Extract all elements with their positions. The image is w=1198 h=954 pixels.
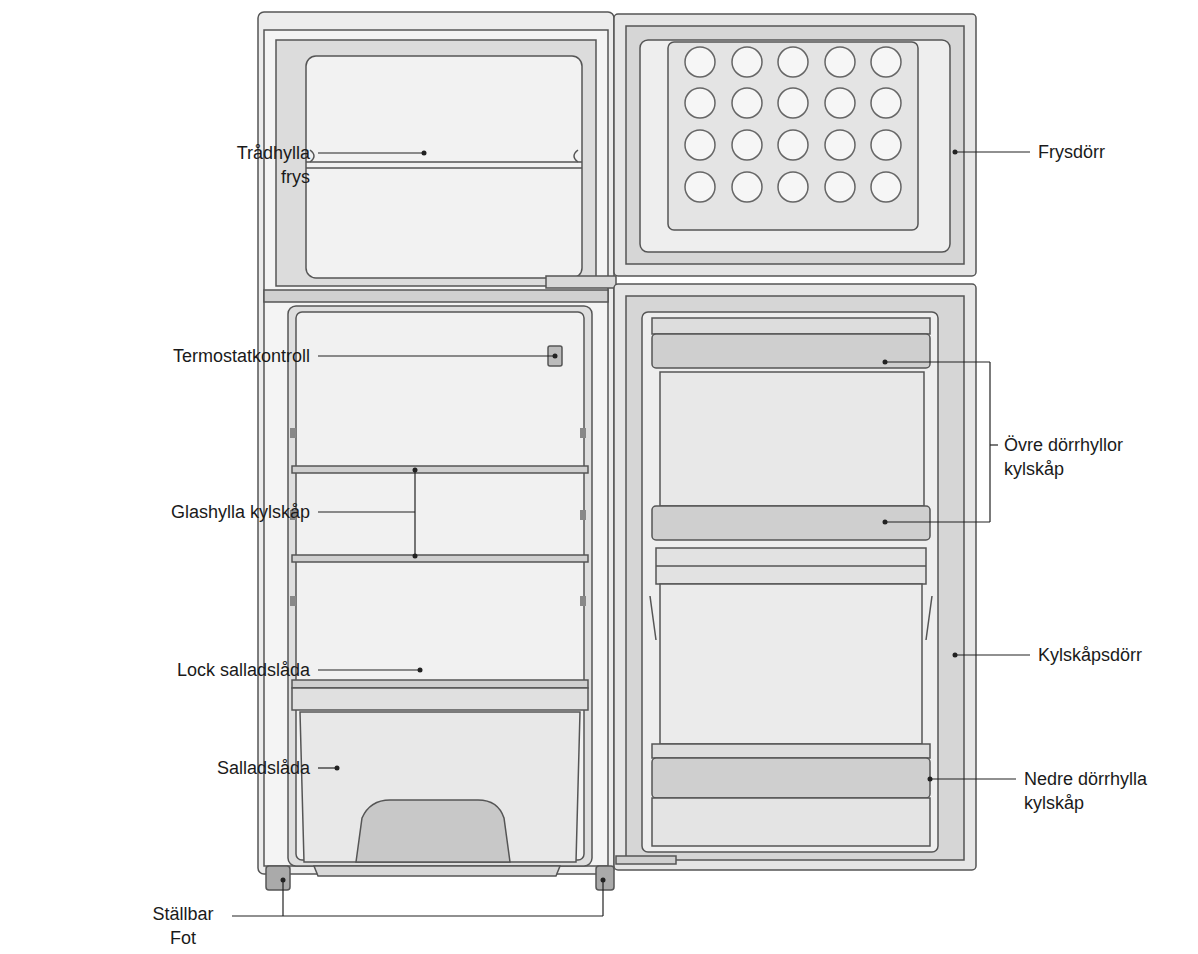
part-label: Glashylla kylskåp xyxy=(90,500,310,524)
part-label: Trådhylla frys xyxy=(210,141,310,189)
leader-lines xyxy=(232,152,1030,916)
part-label: Ställbar Fot xyxy=(138,902,228,950)
leader-dots xyxy=(281,150,958,883)
part-label: Nedre dörrhylla kylskåp xyxy=(1024,767,1174,815)
part-label: Kylskåpsdörr xyxy=(1038,643,1188,667)
part-label: Övre dörrhyllor kylskåp xyxy=(1004,433,1154,481)
part-label: Frysdörr xyxy=(1038,140,1188,164)
part-label: Lock salladslåda xyxy=(90,658,310,682)
part-label: Termostatkontroll xyxy=(110,344,310,368)
part-label: Salladslåda xyxy=(110,756,310,780)
